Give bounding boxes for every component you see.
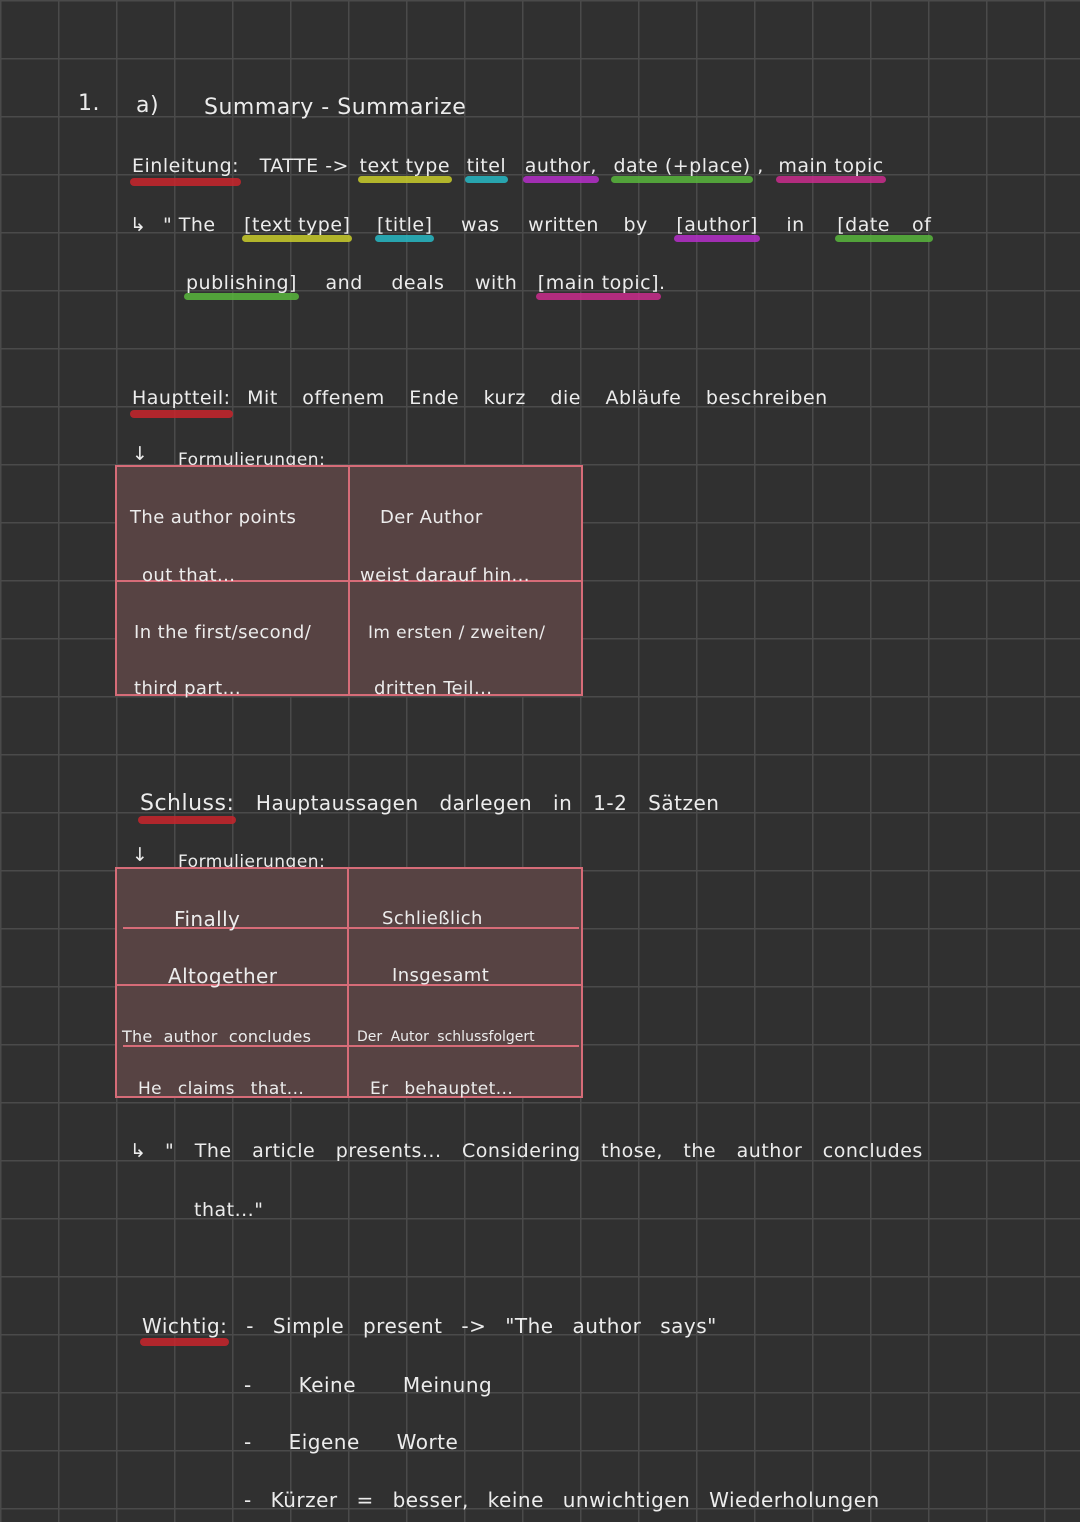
placeholder-author: [author] xyxy=(674,214,761,242)
table-cell: out that... xyxy=(142,565,236,586)
einleitung-example-line2: publishing] and deals with [main topic]. xyxy=(184,271,666,300)
wichtig-item: - Eigene Worte xyxy=(244,1430,459,1454)
wichtig-item: - Kürzer = besser, keine unwichtigen Wie… xyxy=(244,1488,880,1512)
wichtig-item: - Simple present -> "The author says" xyxy=(246,1314,717,1338)
placeholder-text-type: [text type] xyxy=(242,214,353,242)
arrow-icon: ↳ xyxy=(130,1140,147,1162)
wichtig-row: Wichtig: - Simple present -> "The author… xyxy=(139,1314,717,1346)
example-text: " The article presents... Considering th… xyxy=(164,1140,923,1162)
table-cell: The author points xyxy=(130,507,297,528)
table-cell: The author concludes xyxy=(122,1027,312,1046)
section-number: 1. xyxy=(78,91,100,116)
example-period: . xyxy=(659,272,666,294)
example-word: by xyxy=(623,214,648,236)
example-word: with xyxy=(474,272,518,294)
table-cell: In the first/second/ xyxy=(134,622,312,643)
table-cell: Er behauptet... xyxy=(370,1079,514,1099)
table-divider xyxy=(115,580,583,582)
term-titel: titel xyxy=(464,155,508,183)
placeholder-main-topic: [main topic] xyxy=(535,272,662,300)
table-cell: Der Author xyxy=(380,507,483,528)
arrow-icon: ↳ xyxy=(130,214,147,236)
hauptteil-label: Hauptteil: xyxy=(130,387,233,418)
schluss-text: Hauptaussagen darlegen in 1-2 Sätzen xyxy=(255,791,720,815)
example-word: " The xyxy=(162,214,216,236)
schluss-label: Schluss: xyxy=(137,791,237,824)
table-cell: Finally xyxy=(174,907,241,931)
table-divider xyxy=(347,867,349,1098)
term-text-type: text type xyxy=(357,155,453,183)
down-arrow-icon: ↓ xyxy=(132,443,149,465)
table-cell: weist darauf hin... xyxy=(360,565,530,586)
schluss-row: Schluss: Hauptaussagen darlegen in 1-2 S… xyxy=(137,791,720,824)
down-arrow-icon: ↓ xyxy=(132,844,149,866)
example-word: written xyxy=(528,214,599,236)
hauptteil-row: Hauptteil: Mit offenem Ende kurz die Abl… xyxy=(130,386,828,418)
hauptteil-text: Mit offenem Ende kurz die Abläufe beschr… xyxy=(247,387,828,409)
term-author: author, xyxy=(522,155,600,183)
table-cell: Insgesamt xyxy=(392,965,490,986)
table-cell: third part... xyxy=(134,678,241,699)
table-divider xyxy=(123,1045,579,1047)
example-word: deals xyxy=(391,272,445,294)
schluss-example-line1: ↳ " The article presents... Considering … xyxy=(130,1139,923,1163)
table-divider xyxy=(115,984,583,986)
schluss-example-line2: that..." xyxy=(194,1199,264,1221)
table-divider xyxy=(123,927,579,929)
term-date: date (+place) xyxy=(611,155,753,183)
table-cell: He claims that... xyxy=(138,1079,305,1099)
term-main-topic: main topic xyxy=(776,155,887,183)
table-cell: Schließlich xyxy=(382,908,483,929)
tatte-text: TATTE -> xyxy=(259,155,349,177)
einleitung-label: Einleitung: xyxy=(129,155,242,186)
wichtig-item: - Keine Meinung xyxy=(244,1373,493,1397)
example-word: was xyxy=(461,214,500,236)
table-cell: Der Autor schlussfolgert xyxy=(357,1029,535,1045)
example-word: and xyxy=(325,272,363,294)
table-cell: Altogether xyxy=(168,964,278,988)
einleitung-row: Einleitung: TATTE -> text type titel aut… xyxy=(129,154,887,186)
einleitung-example-line1: ↳ " The [text type] [title] was written … xyxy=(130,213,934,242)
term-separator: , xyxy=(757,155,764,177)
wichtig-label: Wichtig: xyxy=(139,1314,230,1346)
example-word: in xyxy=(786,214,805,236)
placeholder-title: [title] xyxy=(374,214,435,242)
subsection-label: a) xyxy=(136,93,160,118)
page-title: Summary - Summarize xyxy=(204,95,467,120)
table-cell: Im ersten / zweiten/ xyxy=(368,623,546,643)
schluss-table xyxy=(115,867,583,1098)
placeholder-publishing: publishing] xyxy=(184,272,299,300)
table-cell: dritten Teil... xyxy=(374,678,493,699)
